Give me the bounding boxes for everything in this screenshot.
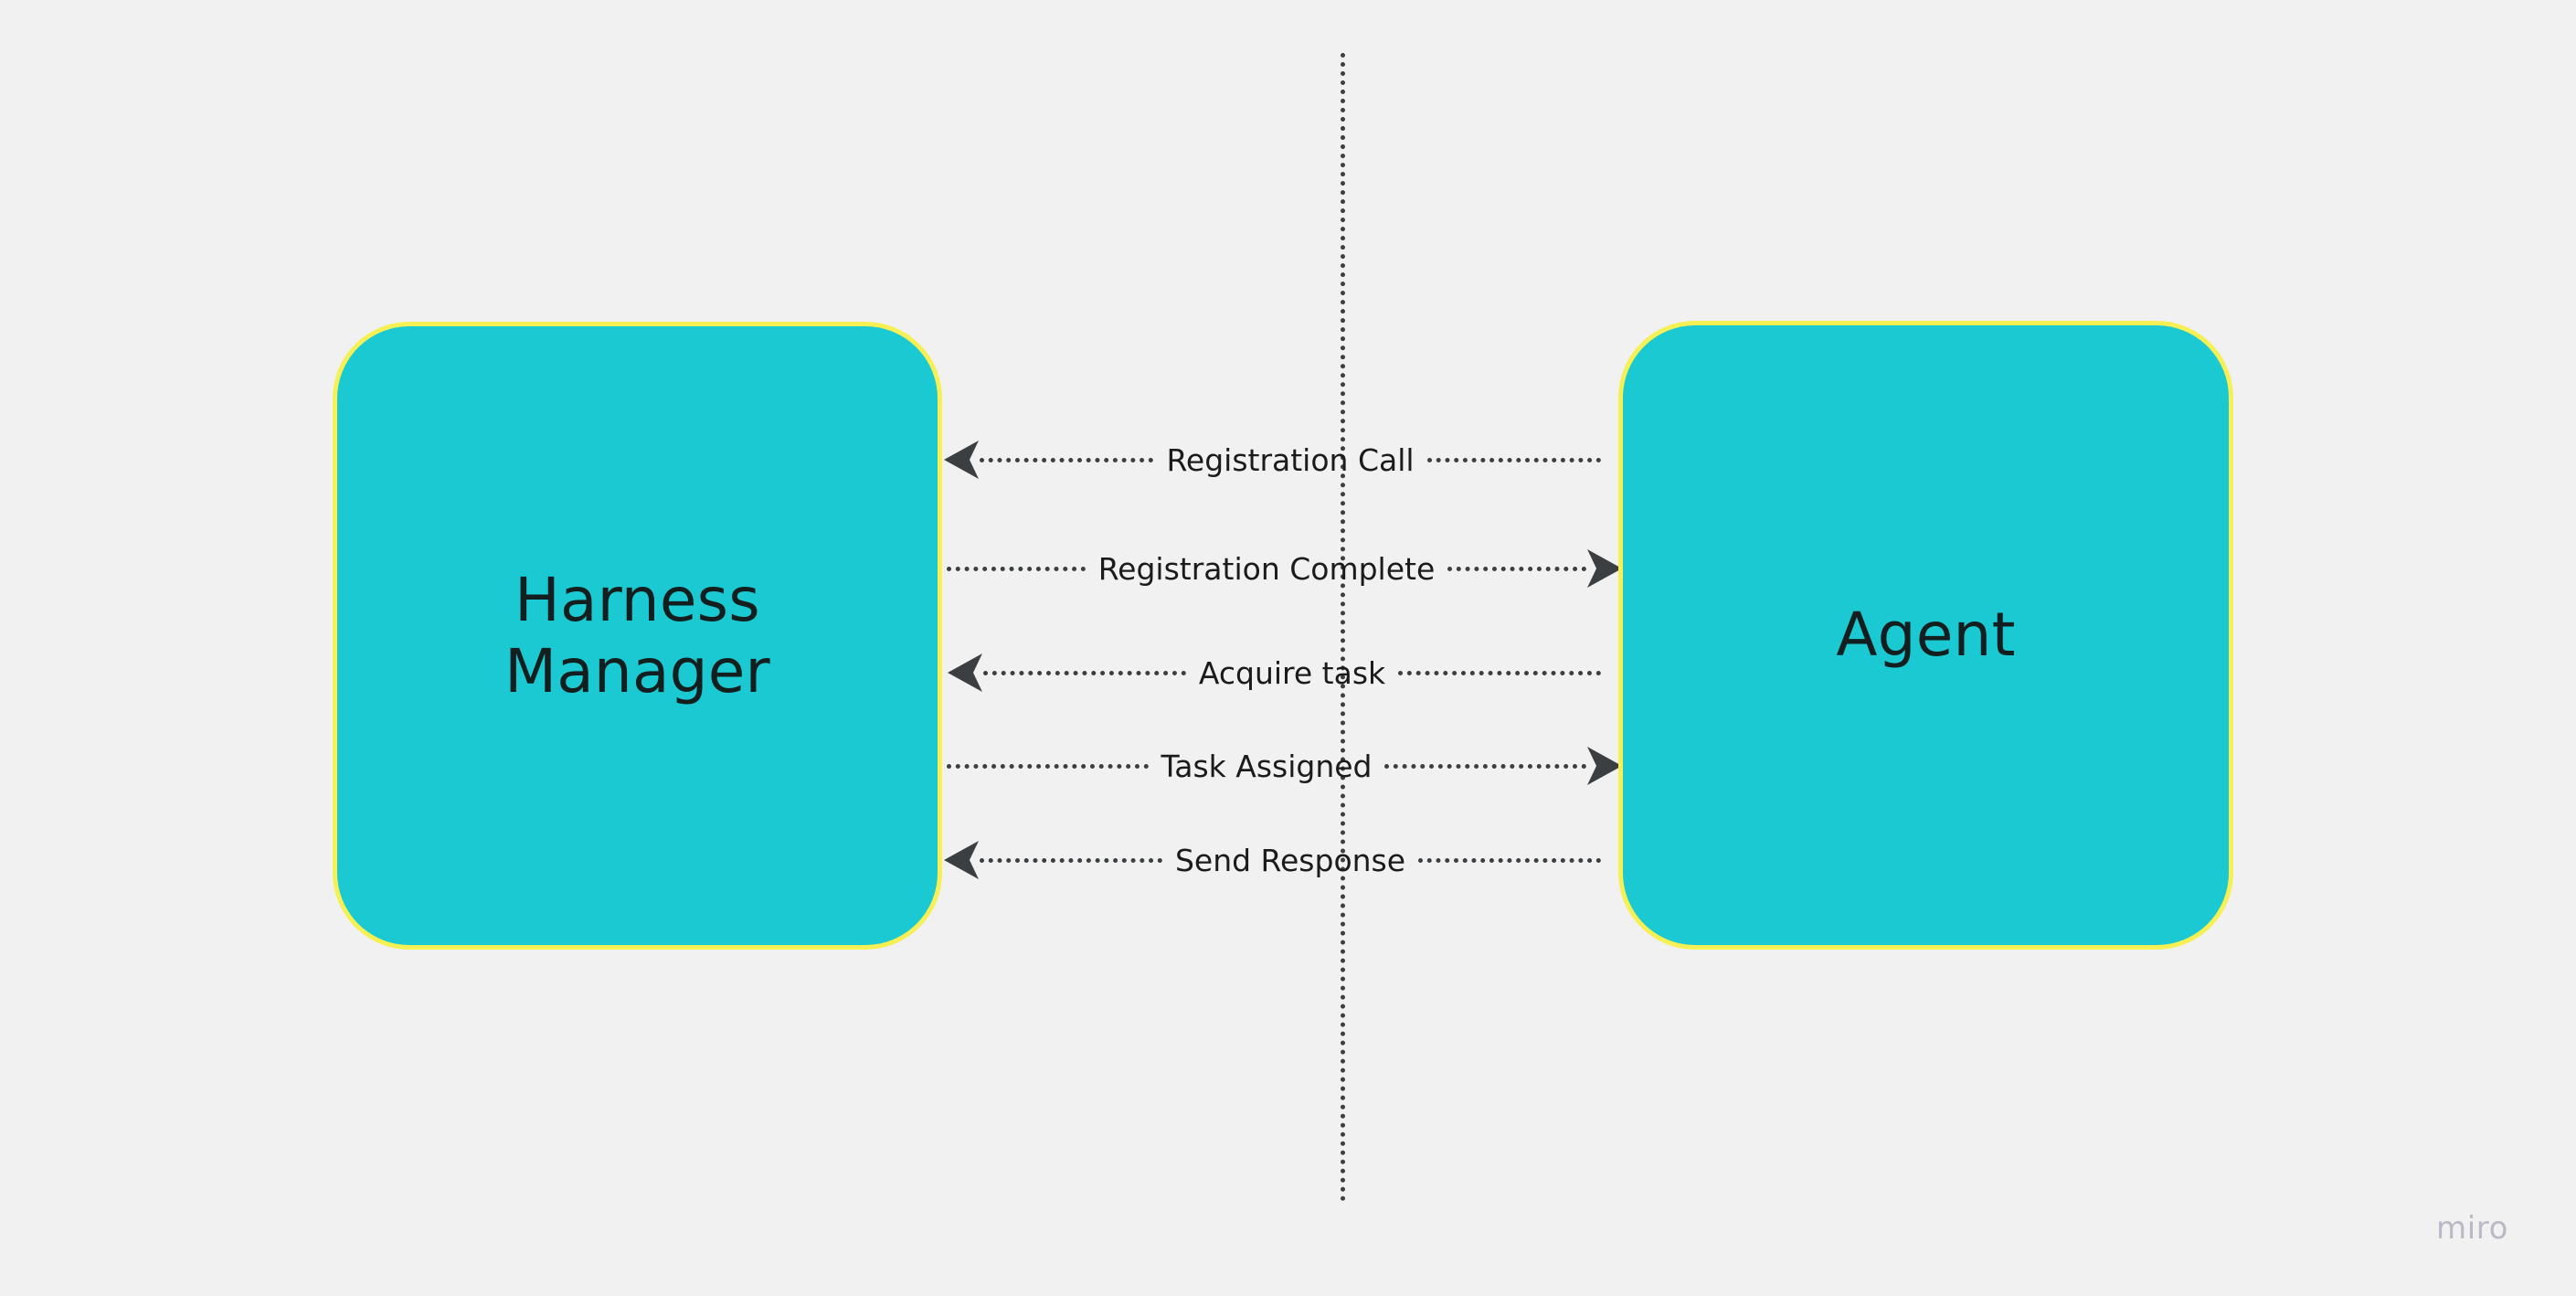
arrowhead-left-icon <box>943 839 980 881</box>
message-send-response[interactable]: Send Response <box>943 839 1601 881</box>
message-line-right <box>1447 566 1586 571</box>
message-label: Send Response <box>1174 842 1406 878</box>
message-line-right <box>1426 457 1601 462</box>
message-label: Task Assigned <box>1161 748 1373 784</box>
arrowhead-right-icon <box>1586 547 1623 590</box>
message-line-left <box>947 566 1086 571</box>
arrowhead-right-icon <box>1586 745 1623 787</box>
message-acquire-task[interactable]: Acquire task <box>947 652 1601 694</box>
message-line-left <box>947 763 1149 769</box>
participant-harness-manager-label: Harness Manager <box>504 564 770 706</box>
message-line-left <box>980 857 1162 863</box>
participant-harness-manager[interactable]: Harness Manager <box>333 322 942 950</box>
message-registration-complete[interactable]: Registration Complete <box>947 547 1623 590</box>
message-line-right <box>1418 857 1601 863</box>
message-line-right <box>1398 670 1601 675</box>
message-label: Registration Call <box>1166 441 1415 478</box>
arrowhead-left-icon <box>947 652 983 694</box>
arrowhead-left-icon <box>943 439 980 481</box>
message-task-assigned[interactable]: Task Assigned <box>947 745 1623 787</box>
miro-watermark: miro <box>2436 1210 2508 1247</box>
message-label: Registration Complete <box>1097 550 1436 587</box>
message-line-left <box>980 457 1154 462</box>
message-line-left <box>983 670 1186 675</box>
message-label: Acquire task <box>1198 654 1386 691</box>
message-registration-call[interactable]: Registration Call <box>943 439 1601 481</box>
lifeline-divider <box>1341 53 1345 1202</box>
message-line-right <box>1384 763 1587 769</box>
participant-agent-label: Agent <box>1836 600 2016 671</box>
participant-agent[interactable]: Agent <box>1618 321 2233 950</box>
